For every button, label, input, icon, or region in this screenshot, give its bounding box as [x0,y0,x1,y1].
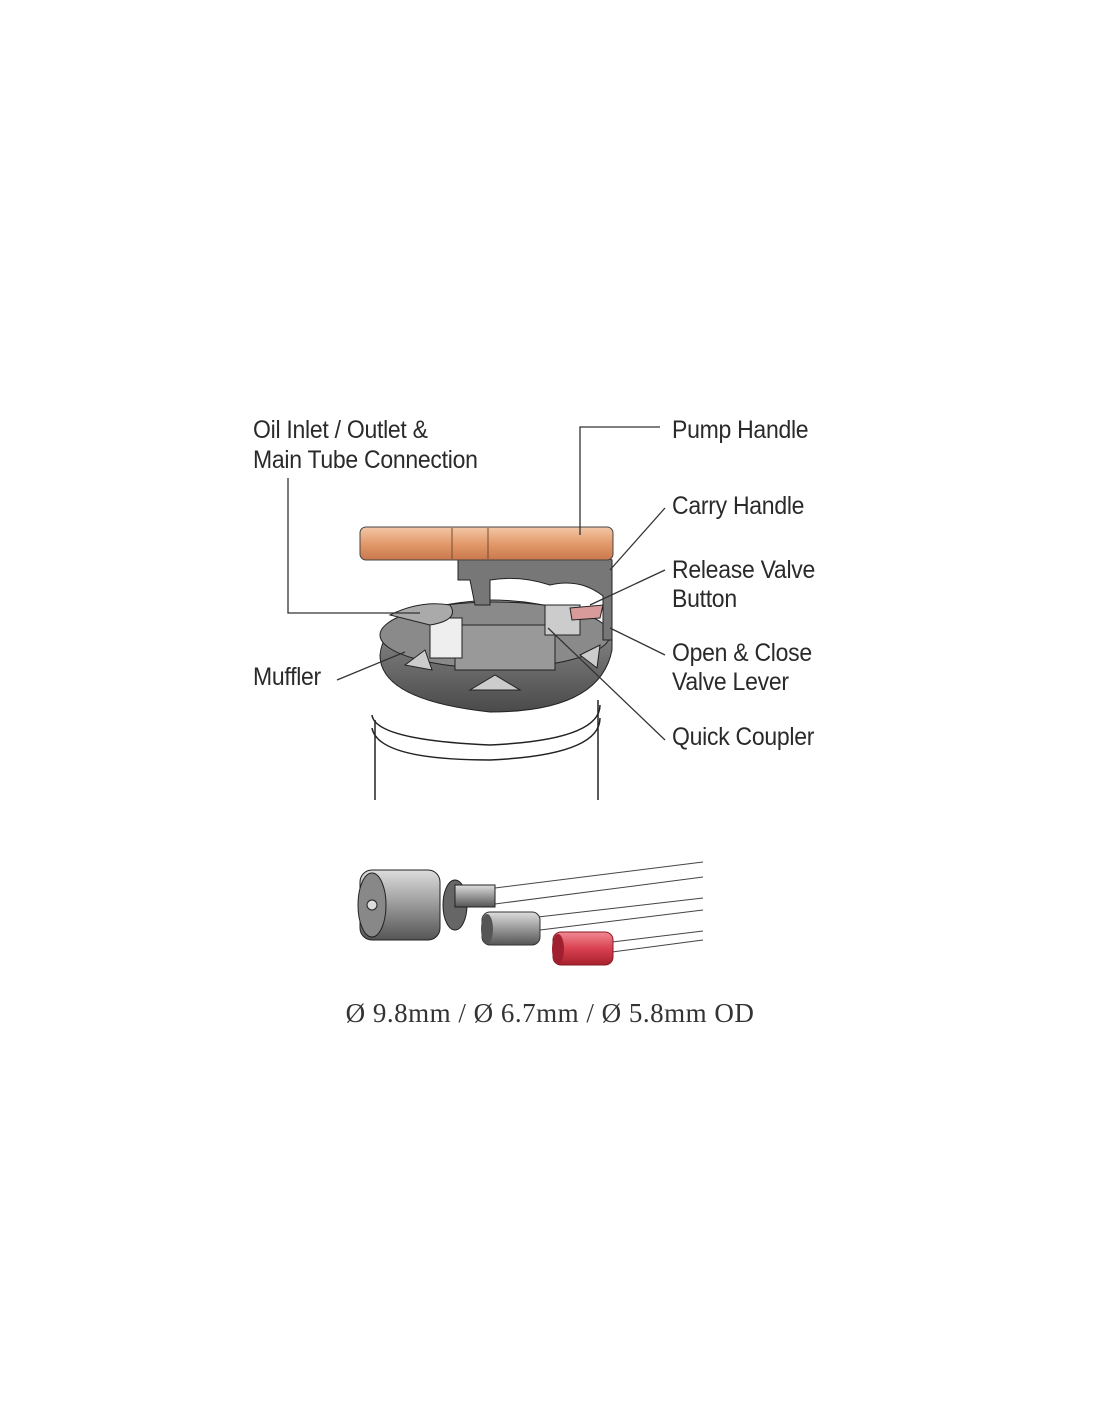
label-release-valve-line2: Button [672,585,737,613]
label-muffler: Muffler [253,663,321,691]
pump-handle [359,526,614,561]
coupler-fittings [357,861,704,966]
label-pump-handle: Pump Handle [672,416,809,444]
diameter-caption: Ø 9.8mm / Ø 6.7mm / Ø 5.8mm OD [345,998,755,1028]
leader-open-close [609,627,666,656]
label-open-close-line1: Open & Close [672,639,812,667]
leader-release-valve [589,569,666,606]
leader-lines [287,426,666,741]
container-cylinder [371,700,601,800]
label-quick-coupler: Quick Coupler [672,723,815,751]
leader-quick-coupler [547,627,666,741]
leader-carry-handle [609,507,666,571]
label-open-close-line2: Valve Lever [672,668,789,696]
leader-pump-handle [579,426,660,535]
label-oil-inlet-line2: Main Tube Connection [253,446,478,474]
label-carry-handle: Carry Handle [672,492,805,520]
leader-oil-inlet [287,478,420,614]
label-release-valve-line1: Release Valve [672,556,816,584]
tube-lines [494,861,704,953]
label-oil-inlet-line1: Oil Inlet / Outlet & [253,416,428,444]
leader-muffler [336,651,406,681]
